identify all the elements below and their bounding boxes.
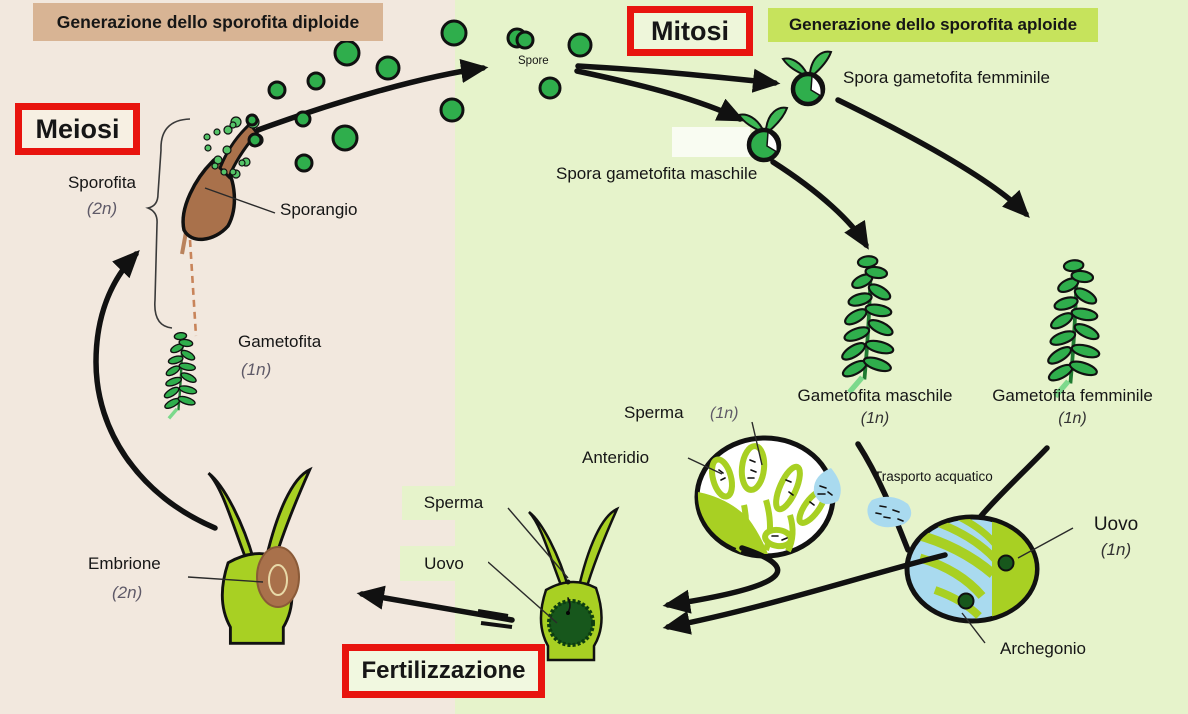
arrow-archegonium-to-fertilization: [662, 552, 948, 635]
antheridium-circle: [694, 435, 841, 559]
arrow-fertilization-to-embryo: [356, 585, 515, 629]
archegonium-circle: [904, 514, 1040, 624]
antheridium-label: Anteridio: [582, 448, 650, 467]
embryo-ploidy: (2n): [112, 583, 143, 602]
arrow-embryo-to-sporophyte: [93, 250, 218, 531]
male-spore-label-highlight: [672, 127, 750, 157]
arrow-female-spore-to-female-gametophyte: [835, 97, 1030, 218]
sporophyte-brace: [145, 118, 191, 329]
sporangium-label: Sporangio: [280, 200, 358, 219]
egg-label: Uovo: [1093, 514, 1139, 535]
meiosis-label: Meiosi: [35, 113, 120, 144]
sporophyte-label: Sporofita: [67, 173, 137, 192]
curve-female-gametophyte-to-archegonium: [978, 445, 1050, 519]
sperm-ploidy: (1n): [710, 405, 739, 422]
egg-ploidy: (1n): [1100, 540, 1132, 559]
sporophyte-ploidy: (2n): [86, 199, 118, 218]
seta-dashed-line: [188, 239, 198, 337]
sperm-fertilization-label: Sperma: [402, 486, 505, 520]
header-haploid-generation: Generazione dello sporofita aploide: [768, 8, 1098, 42]
mitosis-label: Mitosi: [651, 15, 729, 46]
gametophyte-ploidy: (1n): [241, 360, 272, 379]
spores-label: Spore: [518, 55, 549, 67]
header-haploid-text: Generazione dello sporofita aploide: [788, 15, 1078, 34]
arrow-meiosis-to-spores: [255, 59, 489, 133]
sperm-specks: [718, 459, 815, 541]
archegonium-label: Archegonio: [1000, 639, 1087, 658]
curve-male-gametophyte-water-path: [855, 441, 911, 553]
water-droplet-transport: [867, 496, 912, 528]
male-gametophyte-ploidy: (1n): [860, 410, 890, 427]
male-gametophyte-plant: [840, 255, 895, 392]
arrow-male-spore-to-male-gametophyte: [770, 159, 869, 250]
male-gametophyte-label: Gametofita maschile: [797, 386, 953, 405]
sporangium-illustration: [180, 121, 259, 255]
embryo-label: Embrione: [88, 554, 161, 573]
spore-cluster-small: [203, 115, 264, 179]
meiosis-box: Meiosi: [15, 103, 140, 155]
fertilization-box: Fertilizzazione: [342, 644, 545, 698]
arrow-spore-to-female-spore: [575, 63, 781, 93]
egg-fertilization-text: Uovo: [424, 553, 464, 573]
arrow-antheridium-to-fertilization: [662, 545, 781, 614]
leader-lines: [187, 187, 1074, 644]
header-diploid-generation: Generazione dello sporofita diploide: [33, 3, 383, 41]
embryo-archegonium-plant: [207, 468, 312, 645]
female-germinating-spore: [783, 52, 831, 104]
left-gametophyte-plant: [161, 330, 200, 421]
spore-scatter: [245, 19, 593, 173]
water-transport-label: Trasporto acquatico: [874, 469, 993, 484]
fertilization-label: Fertilizzazione: [361, 657, 526, 684]
sperm-fertilization-text: Sperma: [423, 493, 484, 512]
female-spore-label: Spora gametofita femminile: [843, 68, 1050, 87]
mitosis-box: Mitosi: [627, 6, 753, 56]
male-spore-label: Spora gametofita maschile: [556, 164, 758, 183]
sperm-label: Sperma: [624, 403, 684, 422]
fertilization-archegonium-plant: [527, 507, 619, 662]
female-gametophyte-ploidy: (1n): [1058, 410, 1087, 427]
female-gametophyte-plant: [1046, 259, 1101, 396]
gametophyte-label: Gametofita: [238, 332, 322, 351]
female-gametophyte-label: Gametofita femminile: [992, 386, 1153, 405]
water-droplet-antheridium: [813, 468, 841, 505]
egg-fertilization-label: Uovo: [400, 546, 488, 581]
header-diploid-text: Generazione dello sporofita diploide: [56, 11, 360, 32]
arrow-spore-to-male-spore: [574, 68, 745, 122]
